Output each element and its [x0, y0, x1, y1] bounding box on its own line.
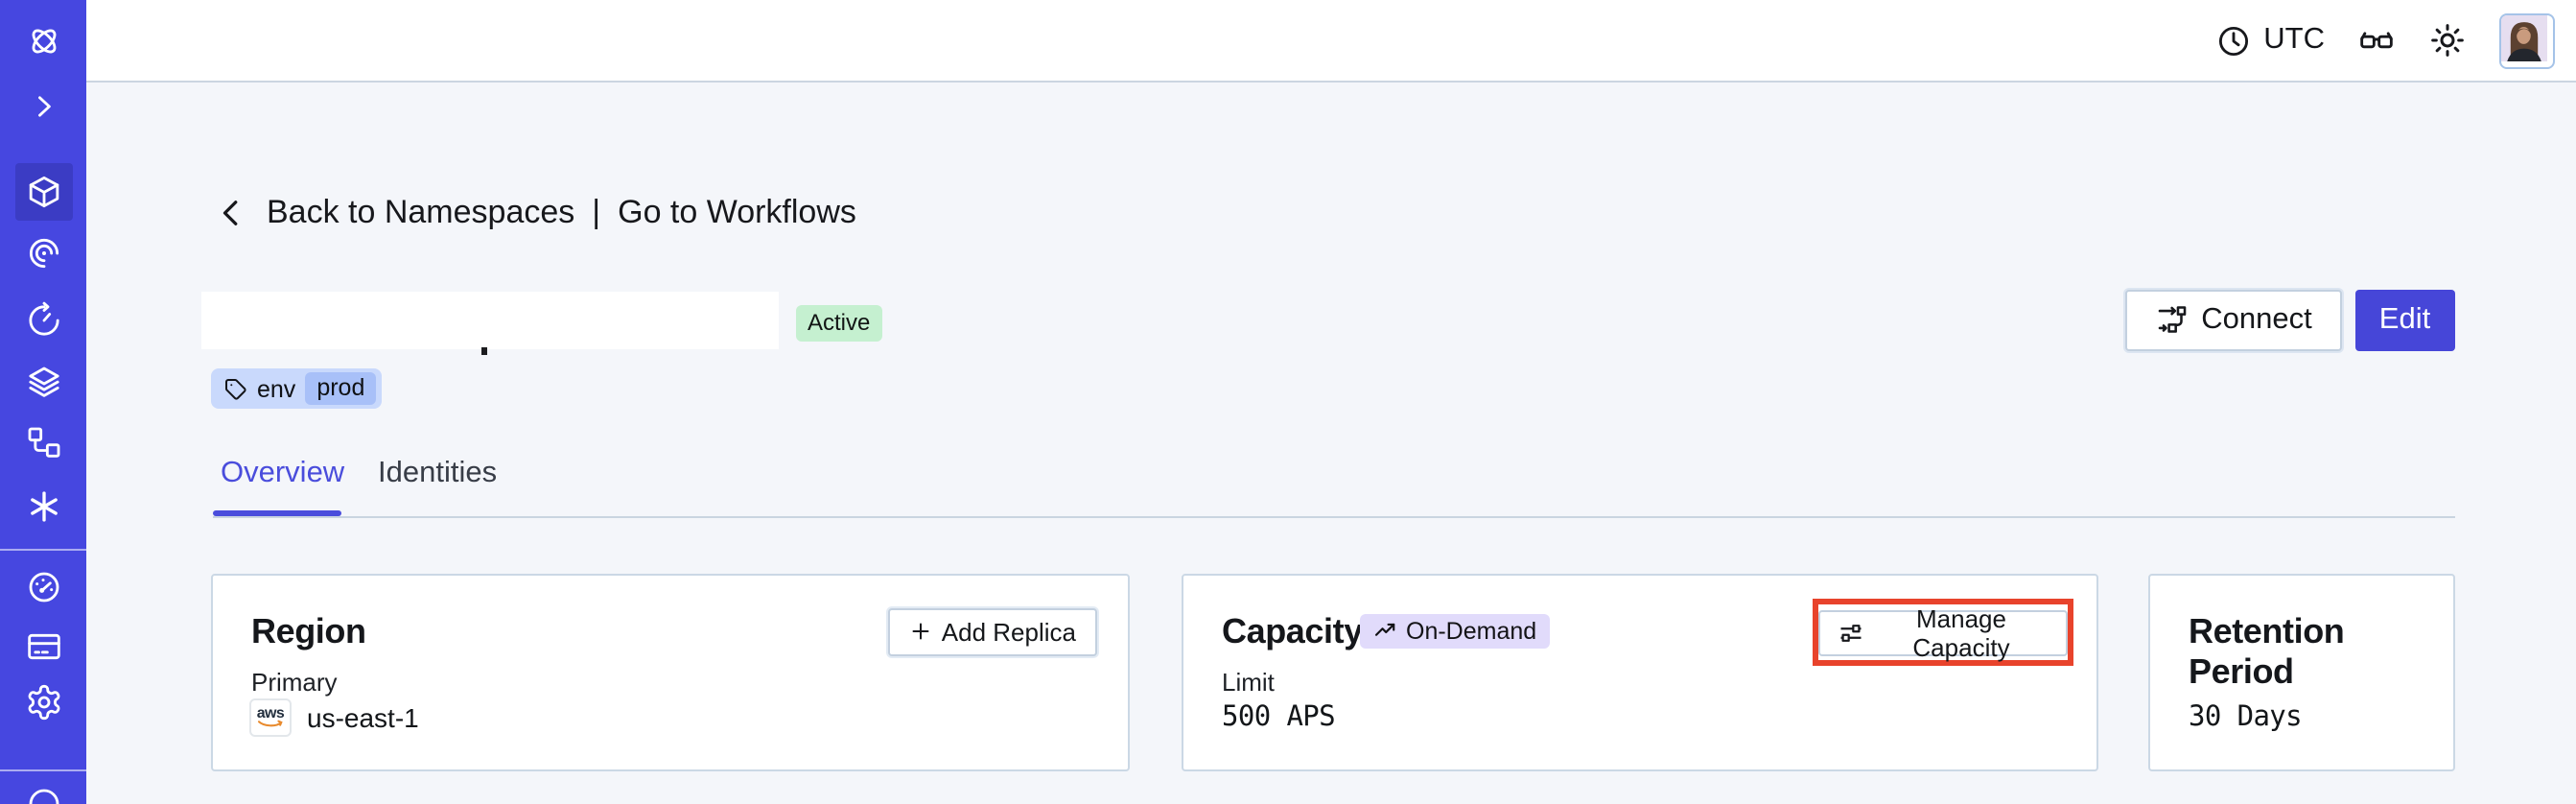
sliders-icon	[1838, 619, 1864, 646]
tag-key: env	[257, 375, 296, 402]
sidebar-item-deployments[interactable]	[24, 363, 62, 401]
region-value: us-east-1	[307, 702, 419, 733]
namespace-tag: env prod	[211, 368, 383, 409]
annotation-highlight-box: Manage Capacity	[1813, 599, 2073, 666]
breadcrumb: Back to Namespaces | Go to Workflows	[215, 194, 856, 232]
plus-icon	[909, 620, 932, 643]
clock-icon	[2215, 22, 2252, 59]
sidebar-divider	[0, 549, 86, 551]
user-avatar[interactable]	[2499, 12, 2555, 68]
sidebar-item-pipelines[interactable]	[24, 424, 62, 462]
limit-label: Limit	[1222, 668, 1275, 697]
capacity-limit-value: 500 APS	[1222, 702, 1336, 733]
region-card: Region Add Replica Primary aws us-east-1	[211, 574, 1130, 771]
manage-capacity-button[interactable]: Manage Capacity	[1818, 603, 2068, 661]
connect-button-label: Connect	[2201, 302, 2312, 336]
add-replica-label: Add Replica	[941, 617, 1076, 646]
theme-toggle-sun-icon[interactable]	[2428, 21, 2467, 59]
on-demand-badge: On-Demand	[1360, 613, 1551, 648]
breadcrumb-separator: |	[592, 194, 601, 230]
edit-button-label: Edit	[2378, 302, 2431, 336]
sidebar-item-billing[interactable]	[24, 627, 62, 666]
timezone-label: UTC	[2263, 23, 2325, 56]
retention-card-title: Retention Period	[2189, 612, 2345, 691]
sidebar-item-support[interactable]	[24, 785, 62, 804]
tag-icon	[224, 377, 247, 400]
sidebar-item-usage[interactable]	[24, 568, 62, 606]
primary-label: Primary	[251, 668, 338, 697]
active-tab-underline	[213, 509, 341, 516]
sidebar	[0, 0, 86, 804]
connect-button[interactable]: Connect	[2125, 290, 2342, 350]
tabs-divider	[213, 515, 2455, 517]
glasses-icon[interactable]	[2357, 21, 2396, 59]
region-card-title: Region	[251, 612, 366, 650]
primary-region-row: aws us-east-1	[249, 698, 419, 737]
breadcrumb-back-to-namespaces[interactable]: Back to Namespaces	[267, 194, 575, 230]
breadcrumb-go-to-workflows[interactable]: Go to Workflows	[618, 194, 856, 230]
aws-logo-text: aws	[256, 703, 285, 721]
temporal-logo-icon[interactable]	[24, 21, 62, 59]
sidebar-item-schedules[interactable]	[24, 301, 62, 340]
add-replica-button[interactable]: Add Replica	[887, 607, 1097, 655]
tab-overview[interactable]: Overview	[221, 457, 345, 489]
capacity-card: Capacity On-Demand Manage Capacity Limi	[1182, 574, 2098, 771]
back-chevron-icon[interactable]	[215, 196, 249, 230]
sidebar-item-insights[interactable]	[24, 234, 62, 272]
retention-card: Retention Period 30 Days	[2148, 574, 2455, 771]
capacity-card-title: Capacity	[1222, 612, 1363, 650]
sidebar-item-nexus[interactable]	[24, 487, 62, 526]
tag-value: prod	[305, 372, 377, 405]
status-badge: Active	[796, 304, 882, 341]
connect-flow-icon	[2155, 304, 2188, 337]
sidebar-divider	[0, 769, 86, 771]
topbar: UTC	[86, 0, 2576, 83]
sidebar-item-settings[interactable]	[24, 683, 62, 721]
namespace-title-redacted	[201, 292, 779, 349]
timezone-selector[interactable]: UTC	[2215, 22, 2325, 59]
aws-logo: aws	[249, 698, 292, 737]
sidebar-item-namespaces[interactable]	[24, 173, 62, 211]
namespace-title-text-remnant	[481, 347, 487, 354]
retention-value: 30 Days	[2189, 702, 2303, 733]
expand-sidebar-chevron-icon[interactable]	[24, 86, 62, 125]
manage-capacity-label: Manage Capacity	[1912, 603, 2010, 661]
on-demand-badge-label: On-Demand	[1406, 617, 1537, 644]
edit-button[interactable]: Edit	[2354, 290, 2455, 350]
tab-identities[interactable]: Identities	[378, 457, 498, 489]
trending-up-icon	[1373, 618, 1398, 643]
